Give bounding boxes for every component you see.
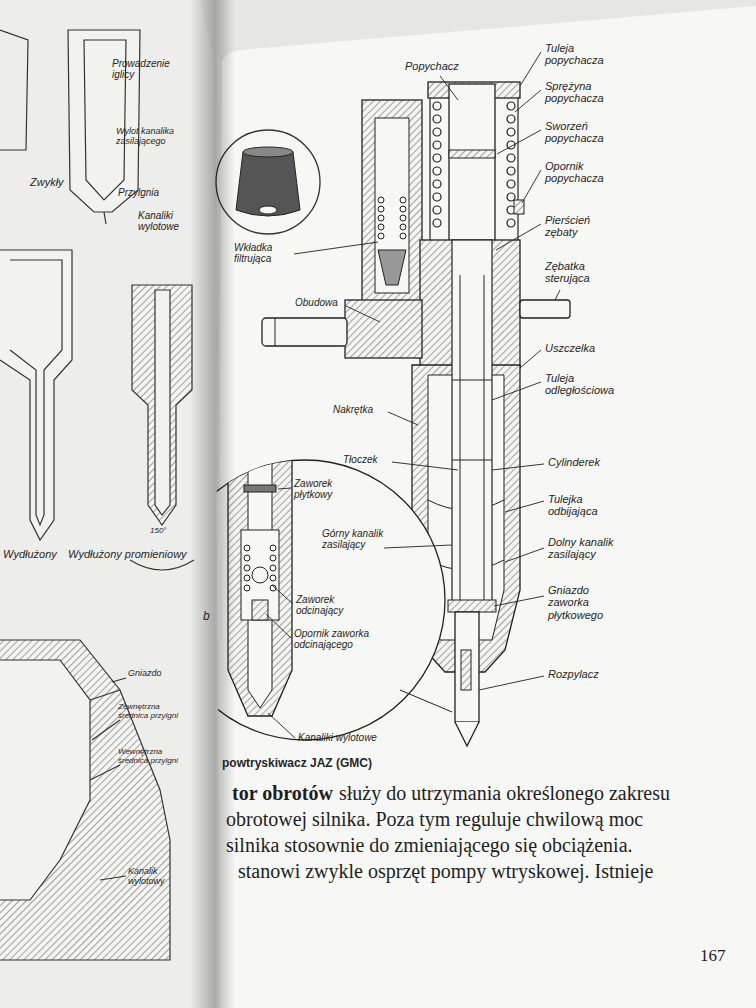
body-text: służy do utrzymania określonego zakresu (339, 782, 670, 804)
part-label: Opornik popychacza (545, 160, 627, 185)
part-label: Cylinderek (548, 456, 600, 468)
part-label: Sworzeń popychacza (545, 120, 627, 145)
body-text: silnika stosownie do zmieniającego się o… (226, 834, 633, 856)
part-label: Zaworek odcinający (296, 594, 364, 616)
part-label: Zwykły (30, 176, 64, 188)
body-text: tor obrotów (232, 782, 333, 804)
part-label: Tuleja popychacza (545, 42, 623, 67)
part-label: Obudowa (295, 297, 338, 308)
part-label: Wkładka filtrująca (234, 242, 294, 264)
part-label: Dolny kanalik zasilający (548, 536, 628, 561)
body-text: obrotowej silnika. Poza tym reguluje chw… (226, 808, 643, 830)
part-label: Tłoczek (343, 454, 377, 465)
part-label: Tuleja odległościowa (545, 372, 633, 397)
part-label: Gniazdo zaworka płytkowego (548, 584, 626, 621)
part-label: Rozpylacz (548, 668, 599, 680)
part-label: b (203, 610, 210, 623)
page-number: 167 (700, 946, 726, 965)
part-label: Nakrętka (333, 404, 373, 415)
part-label: Wydłużony (3, 548, 57, 560)
part-label: Wylot kanalika zasilającego (116, 126, 182, 146)
part-label: Opornik zaworka odcinającego (294, 628, 372, 650)
part-label: Zewnętrzna średnica przylgni (118, 703, 184, 721)
body-text: stanowi zwykle osprzęt pompy wtryskowej.… (238, 860, 653, 882)
part-label: Górny kanalik zasilający (322, 528, 384, 550)
part-label: Zębatka sterująca (545, 260, 625, 285)
figure-caption: powtryskiwacz JAZ (GMC) (222, 757, 372, 770)
part-label: Przylgnia (118, 187, 159, 198)
part-label: Kanaliki wylotowe (138, 210, 214, 232)
part-label: Tulejka odbijająca (548, 493, 628, 518)
part-label: Pierścień zębaty (545, 214, 625, 239)
part-label: Kanaliki wylotowe (298, 732, 377, 743)
part-label: Prowadzenie iglicy (112, 58, 174, 80)
part-label: Gniazdo (128, 668, 162, 678)
part-label: Kanalik wylotowy (128, 866, 192, 886)
part-label: Wydłużony promieniowy (68, 548, 187, 560)
part-label: Zaworek płytkowy (294, 478, 362, 500)
part-label: Popychacz (405, 60, 459, 72)
part-label: Sprężyna popychacza (545, 80, 627, 105)
part-label: Uszczelka (545, 342, 595, 354)
part-label: 150° (150, 527, 167, 536)
part-label: Wewnętrzna średnica przylgni (118, 748, 184, 766)
